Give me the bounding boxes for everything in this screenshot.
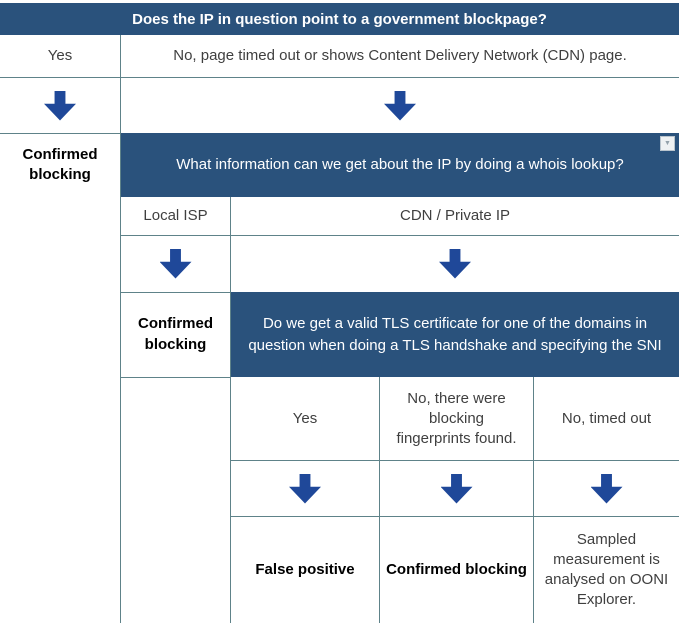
outcome-confirmed-blocking-3-text: Confirmed blocking (386, 560, 527, 578)
grid-vline-col3 (379, 377, 380, 623)
outcome-sampled-measurement-text: Sampled measurement is analysed on OONI … (544, 530, 669, 609)
grid-vline-col2 (230, 197, 231, 623)
tls-answer-timed-out-text: No, timed out (561, 409, 652, 427)
arrow-cell (121, 236, 230, 291)
outcome-confirmed-blocking-3: Confirmed blocking (380, 517, 533, 623)
arrow-cell (231, 461, 379, 516)
question-blockpage-header: Does the IP in question point to a gover… (0, 3, 679, 35)
grid-hline-row6 (120, 292, 231, 293)
blockpage-answer-yes-text: Yes (47, 47, 73, 65)
whois-answer-cdn-private-text: CDN / Private IP (399, 206, 511, 224)
grid-hline-row9 (230, 516, 679, 517)
whois-answer-local-isp: Local ISP (121, 197, 230, 235)
down-arrow-icon (590, 473, 623, 504)
outcome-false-positive: False positive (231, 517, 379, 623)
blockpage-answer-no-text: No, page timed out or shows Content Deli… (173, 47, 627, 65)
tls-answer-timed-out: No, timed out (534, 378, 679, 460)
whois-answer-local-isp-text: Local ISP (143, 206, 208, 224)
outcome-confirmed-blocking-2-text: Confirmed blocking (138, 315, 213, 353)
down-arrow-icon (440, 473, 473, 504)
tls-answer-fingerprints-text: No, there were blocking fingerprints fou… (396, 389, 517, 448)
outcome-sampled-measurement: Sampled measurement is analysed on OONI … (534, 517, 679, 623)
question-whois-header: What information can we get about the IP… (121, 133, 679, 197)
tls-answer-fingerprints: No, there were blocking fingerprints fou… (380, 378, 533, 460)
down-arrow-icon (384, 90, 416, 121)
blockpage-answer-yes: Yes (0, 36, 120, 77)
grid-vline-col4 (533, 377, 534, 623)
grid-hline-row8 (230, 460, 679, 461)
grid-hline-row2 (0, 77, 679, 78)
arrow-cell (121, 78, 679, 133)
tls-answer-yes-text: Yes (292, 409, 318, 427)
grid-vline-col1 (120, 35, 121, 623)
outcome-confirmed-blocking-1: Confirmed blocking (0, 133, 120, 197)
question-whois-text: What information can we get about the IP… (176, 156, 624, 174)
down-arrow-icon (159, 248, 192, 279)
grid-hline-row3 (0, 133, 121, 134)
question-blockpage-text: Does the IP in question point to a gover… (132, 10, 547, 28)
outcome-false-positive-text: False positive (255, 560, 355, 578)
dropdown-icon[interactable]: ▼ (660, 136, 675, 151)
tls-answer-yes: Yes (231, 378, 379, 460)
arrow-cell (534, 461, 679, 516)
outcome-confirmed-blocking-2: Confirmed blocking (121, 292, 230, 377)
whois-answer-cdn-private: CDN / Private IP (231, 197, 679, 235)
question-tls-text: Do we get a valid TLS certificate for on… (248, 314, 662, 354)
question-tls-header: Do we get a valid TLS certificate for on… (231, 292, 679, 377)
arrow-cell (231, 236, 679, 291)
down-arrow-icon (44, 90, 76, 121)
grid-hline-row7 (120, 377, 231, 378)
down-arrow-icon (289, 473, 321, 504)
down-arrow-icon (439, 248, 471, 279)
outcome-confirmed-blocking-1-text: Confirmed blocking (22, 145, 98, 183)
grid-hline-row5 (120, 235, 679, 236)
blockpage-answer-no: No, page timed out or shows Content Deli… (121, 36, 679, 77)
arrow-cell (380, 461, 533, 516)
arrow-cell (0, 78, 120, 133)
